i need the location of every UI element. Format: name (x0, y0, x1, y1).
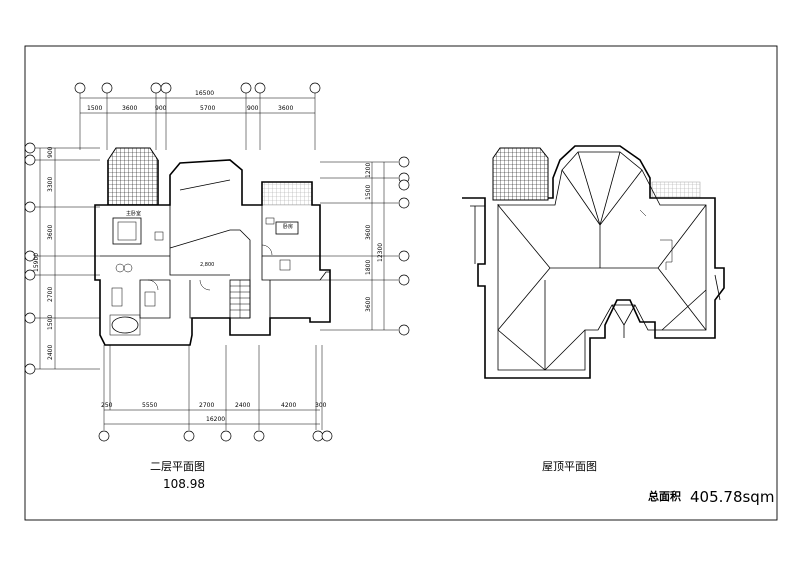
dim-left-1: 3300 (47, 177, 54, 192)
dim-top-total: 16500 (195, 90, 214, 97)
dim-bottom-3: 2400 (235, 402, 250, 409)
right-axis-bubbles (398, 156, 410, 336)
room-label-master-bedroom: 主卧室 (126, 210, 141, 217)
dim-right-2: 3600 (365, 225, 372, 240)
total-area: 总面积 405.78sqm (648, 488, 774, 506)
dim-left-4: 1500 (47, 315, 54, 330)
sheet-border (24, 45, 778, 521)
room-label-bedroom: 卧房 (283, 223, 293, 230)
roof-outline (462, 145, 725, 379)
roof-hip-lines (474, 151, 721, 371)
plan-area-second-floor: 108.98 (163, 477, 205, 491)
bottom-axis-bubbles (98, 430, 333, 442)
roof-eave-line (470, 151, 707, 371)
dim-top-0: 1500 (87, 105, 102, 112)
dim-bottom-5: 300 (315, 402, 327, 409)
dim-bottom-4: 4200 (281, 402, 296, 409)
dim-bottom-1: 5550 (142, 402, 157, 409)
plan-title-roof: 屋顶平面图 (542, 460, 597, 473)
total-area-label: 总面积 (648, 489, 681, 503)
roof-bay-hatch (492, 147, 549, 201)
dim-left-0: 900 (47, 146, 54, 158)
dim-right-3: 1800 (365, 260, 372, 275)
plan-title-second-floor: 二层平面图 (150, 460, 205, 473)
second-floor-plan: 16500 1500 3600 900 5700 900 3600 900 33… (24, 82, 410, 491)
dim-bottom-total: 16200 (206, 416, 225, 423)
dim-left-3: 2700 (47, 287, 54, 302)
inner-walls (100, 179, 331, 336)
dim-bottom-0: 250 (101, 402, 113, 409)
roof-plan: 屋顶平面图 (462, 145, 725, 473)
dim-bottom-2: 2700 (199, 402, 214, 409)
roof-terrace-hatch (651, 181, 701, 199)
dim-top-2: 900 (155, 105, 167, 112)
dim-right-0: 1200 (365, 163, 372, 178)
top-axis-bubbles (74, 82, 321, 94)
dim-left-total: 15900 (33, 253, 40, 272)
dim-top-4: 900 (247, 105, 259, 112)
total-area-value: 405.78sqm (690, 488, 774, 506)
dim-top-1: 3600 (122, 105, 137, 112)
bay-window-hatch (107, 147, 159, 206)
dim-right-4: 3600 (365, 297, 372, 312)
dim-top-5: 3600 (278, 105, 293, 112)
dim-left-5: 2400 (47, 345, 54, 360)
balcony-hatch-right (261, 181, 313, 206)
left-axis-bubbles (24, 142, 36, 375)
inner-dimension: 2,800 (200, 262, 214, 268)
dim-top-3: 5700 (200, 105, 215, 112)
dim-right-1: 1500 (365, 185, 372, 200)
dim-left-2: 3600 (47, 225, 54, 240)
dim-right-total: 12300 (377, 243, 384, 262)
outer-walls (94, 159, 331, 346)
